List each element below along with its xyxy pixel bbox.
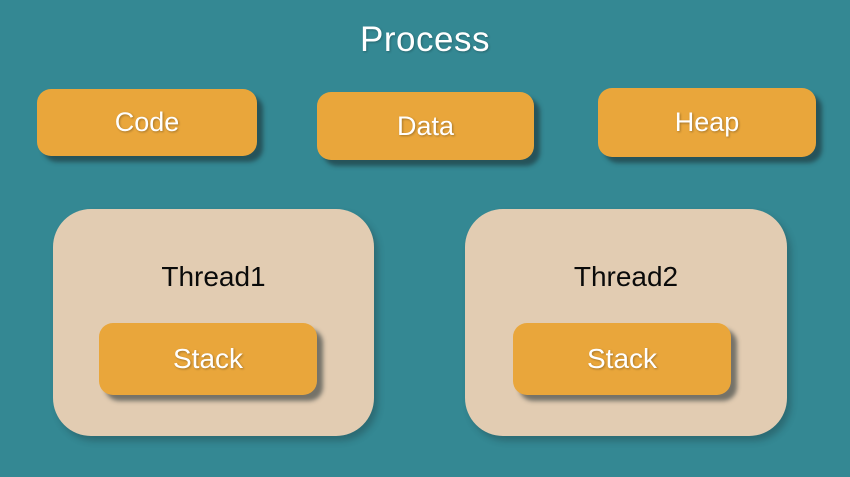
data-segment-label: Data bbox=[396, 110, 455, 141]
thread2-label: Thread2 bbox=[573, 261, 679, 292]
heap-segment-label: Heap bbox=[674, 107, 740, 137]
thread2-container: Thread2 Stack bbox=[465, 209, 787, 436]
thread1-label: Thread1 bbox=[161, 261, 266, 292]
thread1-container: Thread1 Stack bbox=[53, 209, 374, 436]
thread2-stack-box: Stack bbox=[513, 323, 731, 395]
process-title: Process bbox=[360, 20, 490, 59]
code-segment-label: Code bbox=[114, 107, 180, 137]
thread1-stack-box: Stack bbox=[99, 323, 317, 395]
code-segment-box: Code bbox=[37, 89, 257, 156]
thread2-stack-label: Stack bbox=[586, 343, 658, 374]
heap-segment-box: Heap bbox=[598, 88, 816, 157]
data-segment-box: Data bbox=[317, 92, 534, 160]
thread1-stack-label: Stack bbox=[172, 343, 244, 374]
